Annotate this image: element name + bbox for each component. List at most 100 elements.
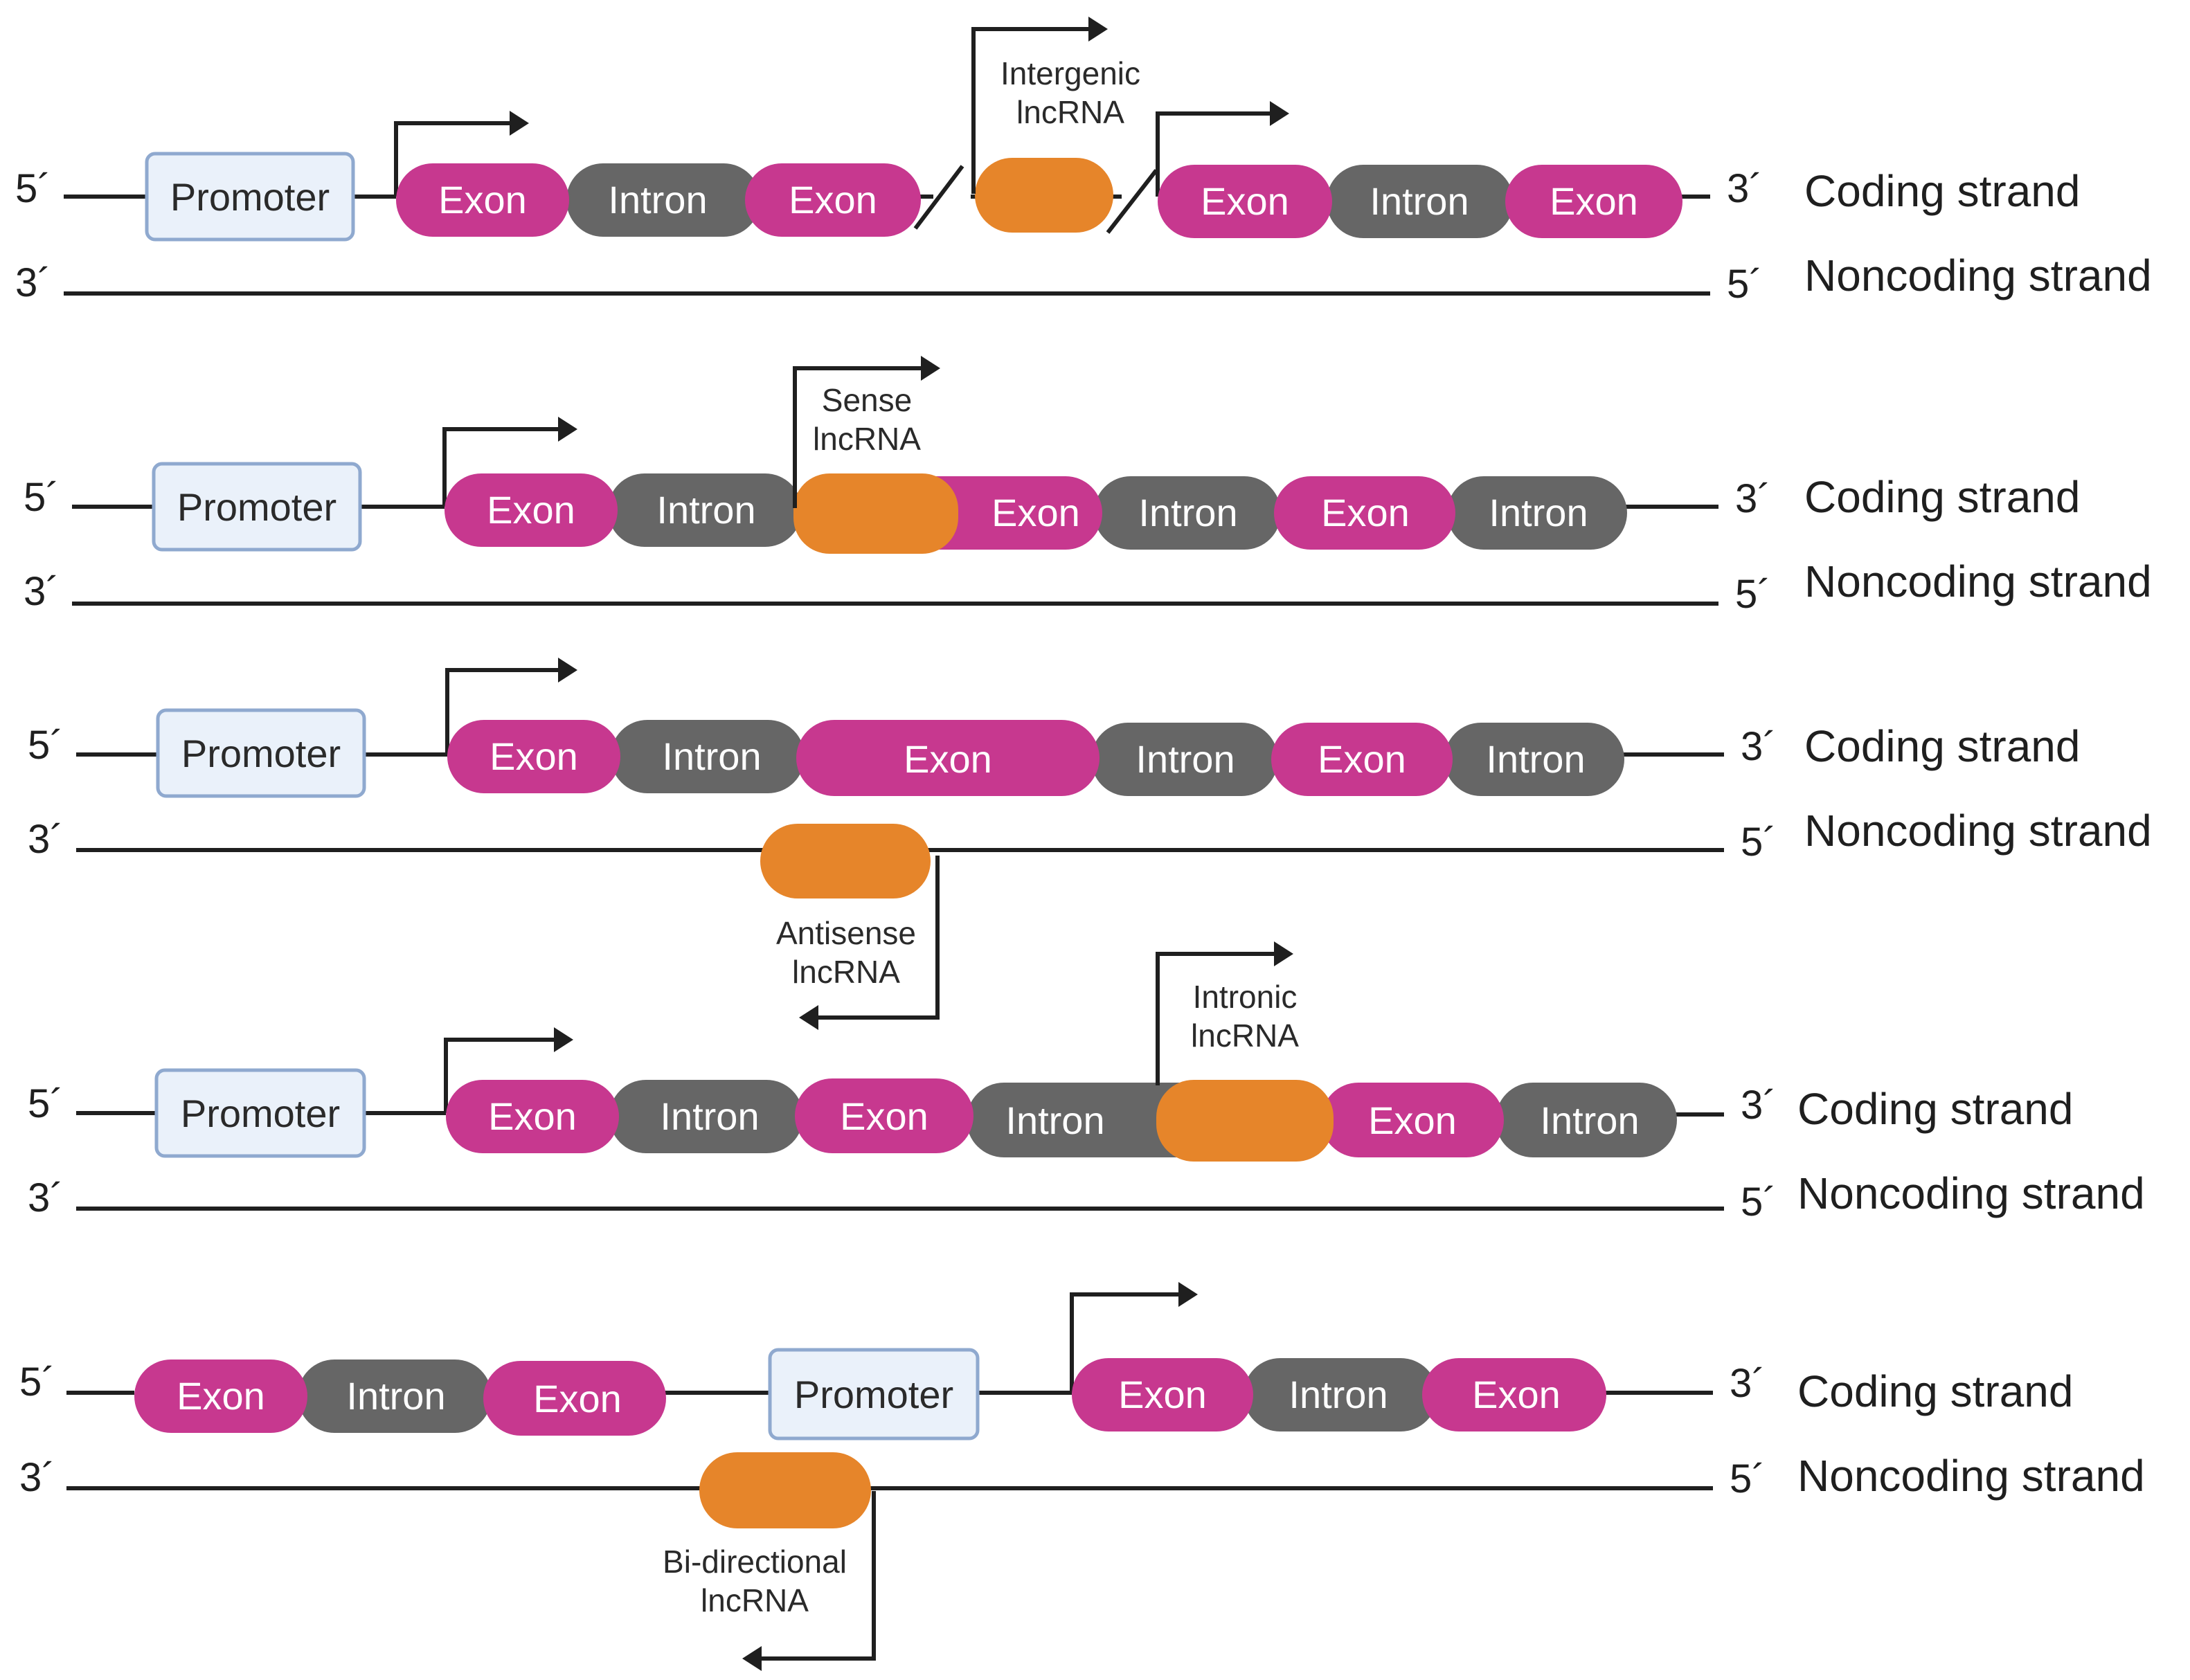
intron-label: Intron	[1489, 491, 1588, 534]
lncrna-tss-arrow	[814, 856, 940, 1020]
exon-label: Exon	[1472, 1373, 1561, 1416]
exon-label: Exon	[490, 734, 578, 778]
intron-label: Intron	[1370, 179, 1469, 223]
noncoding-strand-label: Noncoding strand	[1797, 1168, 2145, 1218]
arrowhead-icon	[1274, 941, 1293, 966]
intronic-lncrna	[1156, 1080, 1334, 1162]
promoter-label: Promoter	[170, 175, 330, 219]
intron-segment	[566, 163, 760, 237]
lncrna-tss-arrow	[793, 366, 925, 508]
tss-arrow	[1070, 1292, 1183, 1393]
tss-arrow	[442, 427, 562, 507]
exon-label: Exon	[789, 178, 877, 222]
intron-segment	[1091, 723, 1278, 796]
lncrna-tss-arrow	[757, 1491, 876, 1661]
intron-label: Intron	[660, 1094, 759, 1138]
exon-segment	[745, 163, 921, 237]
arrowhead-icon	[510, 111, 529, 136]
intron-label: Intron	[1289, 1373, 1388, 1416]
promoter-label: Promoter	[181, 1092, 340, 1135]
noncoding-strand-label: Noncoding strand	[1804, 557, 2152, 606]
intron-label: Intron	[662, 734, 761, 778]
panel-intergenic: 5´ 3´ Promoter Exon Intron Exon Intergen…	[15, 17, 2152, 307]
promoter-box	[768, 1348, 980, 1440]
tss-arrow	[394, 121, 514, 197]
exon-label: Exon	[1368, 1099, 1457, 1142]
exon-label: Exon	[1118, 1373, 1207, 1416]
intron-segment	[1447, 476, 1627, 550]
noncoding-5prime-label: 5´	[1727, 262, 1763, 307]
coding-3prime-label: 3´	[1741, 1083, 1777, 1128]
arrowhead-icon	[558, 417, 577, 442]
coding-5prime-label: 5´	[28, 723, 64, 768]
noncoding-3prime-label: 3´	[19, 1455, 55, 1500]
coding-strand-label: Coding strand	[1797, 1084, 2073, 1134]
noncoding-strand-label: Noncoding strand	[1804, 806, 2152, 856]
intron-segment	[611, 720, 805, 793]
exon-label: Exon	[533, 1377, 622, 1420]
intron-segment	[298, 1360, 492, 1433]
exon-segment	[796, 720, 1100, 796]
noncoding-5prime-label: 5´	[1735, 572, 1771, 617]
break-mark	[1106, 169, 1158, 234]
antisense-lncrna	[760, 824, 931, 898]
exon-segment	[445, 473, 618, 547]
exon-segment	[1158, 165, 1332, 238]
exon-segment	[1271, 723, 1453, 796]
exon-label: Exon	[438, 178, 527, 222]
coding-3prime-label: 3´	[1735, 476, 1771, 521]
exon-label: Exon	[840, 1094, 928, 1138]
panel-intronic: 5´ 3´ Promoter Exon Intron Exon Intron E…	[28, 941, 2145, 1225]
intron-label: Intron	[1138, 491, 1237, 534]
panel-bidirectional: 5´ 3´ Exon Intron Exon Promoter Exon Int…	[19, 1282, 2145, 1671]
intron-label: Intron	[346, 1374, 445, 1418]
coding-3prime-label: 3´	[1730, 1361, 1766, 1406]
coding-strand-label: Coding strand	[1797, 1366, 2073, 1416]
coding-strand-label: Coding strand	[1804, 721, 2080, 771]
exon-label: Exon	[487, 488, 575, 532]
lncrna-type-label: lncRNA	[701, 1582, 809, 1618]
exon-segment	[1321, 1083, 1504, 1157]
tss-arrow	[445, 668, 562, 755]
tss-arrow	[444, 1038, 558, 1113]
exon-label: Exon	[904, 737, 992, 781]
tss-arrow	[1156, 111, 1274, 197]
promoter-box	[156, 708, 366, 798]
exon-label: Exon	[991, 491, 1080, 534]
intron-label: Intron	[1486, 737, 1585, 781]
noncoding-3prime-label: 3´	[28, 817, 64, 862]
lncrna-tss-arrow	[971, 27, 1093, 194]
exon-segment	[396, 163, 569, 237]
coding-3prime-label: 3´	[1741, 724, 1777, 769]
noncoding-3prime-label: 3´	[24, 569, 60, 614]
intron-segment	[1496, 1083, 1677, 1157]
noncoding-5prime-label: 5´	[1730, 1456, 1766, 1501]
exon-segment	[1072, 1358, 1253, 1431]
intron-label: Intron	[656, 488, 755, 532]
exon-segment	[795, 1078, 973, 1153]
promoter-box	[145, 152, 355, 242]
arrowhead-icon	[558, 658, 577, 683]
coding-strand-label: Coding strand	[1804, 472, 2080, 522]
lncrna-type-label: Intergenic	[1000, 55, 1140, 91]
coding-5prime-label: 5´	[15, 166, 51, 211]
arrowhead-icon	[742, 1646, 762, 1671]
exon-segment	[447, 720, 620, 793]
intron-label: Intron	[1005, 1099, 1104, 1142]
exon-label: Exon	[488, 1094, 577, 1138]
arrowhead-icon	[1178, 1282, 1198, 1307]
noncoding-5prime-label: 5´	[1741, 820, 1777, 865]
intron-label: Intron	[1136, 737, 1235, 781]
intergenic-lncrna	[975, 158, 1113, 233]
break-mark	[913, 165, 964, 230]
exon-label: Exon	[1318, 737, 1406, 781]
coding-5prime-label: 5´	[24, 475, 60, 520]
intron-segment	[1327, 165, 1514, 238]
bidirectional-lncrna	[699, 1452, 871, 1528]
exon-segment	[1505, 165, 1682, 238]
promoter-label: Promoter	[794, 1373, 953, 1416]
lncrna-tss-arrow	[1156, 952, 1278, 1085]
arrowhead-icon	[1270, 101, 1289, 126]
exon-label: Exon	[1321, 491, 1410, 534]
